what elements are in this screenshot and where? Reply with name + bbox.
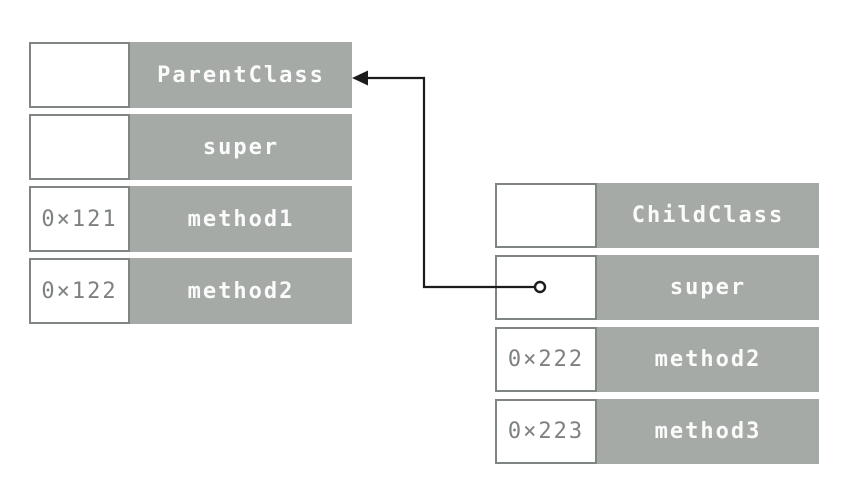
- label-cell: method2: [597, 327, 819, 392]
- child-class-table: ChildClass super 0×222 method2 0×223 met…: [495, 183, 819, 464]
- table-row: ChildClass: [495, 183, 819, 248]
- address-cell: 0×122: [29, 258, 130, 324]
- table-row: 0×122 method2: [29, 258, 352, 324]
- address-cell: 0×121: [29, 186, 130, 252]
- address-cell: [29, 114, 130, 180]
- table-row: 0×121 method1: [29, 186, 352, 252]
- label-cell: method3: [597, 399, 819, 464]
- parent-class-table: ParentClass super 0×121 method1 0×122 me…: [29, 42, 352, 324]
- address-cell: [495, 183, 597, 248]
- table-row: 0×222 method2: [495, 327, 819, 392]
- table-row: super: [495, 255, 819, 320]
- label-cell: method2: [130, 258, 352, 324]
- label-cell: super: [597, 255, 819, 320]
- label-cell: method1: [130, 186, 352, 252]
- arrowhead-icon: [352, 70, 368, 86]
- label-cell: ParentClass: [130, 42, 352, 108]
- table-row: ParentClass: [29, 42, 352, 108]
- table-row: super: [29, 114, 352, 180]
- label-cell: ChildClass: [597, 183, 819, 248]
- address-cell: 0×222: [495, 327, 597, 392]
- address-cell: 0×223: [495, 399, 597, 464]
- address-cell: [29, 42, 130, 108]
- label-cell: super: [130, 114, 352, 180]
- table-row: 0×223 method3: [495, 399, 819, 464]
- address-cell: [495, 255, 597, 320]
